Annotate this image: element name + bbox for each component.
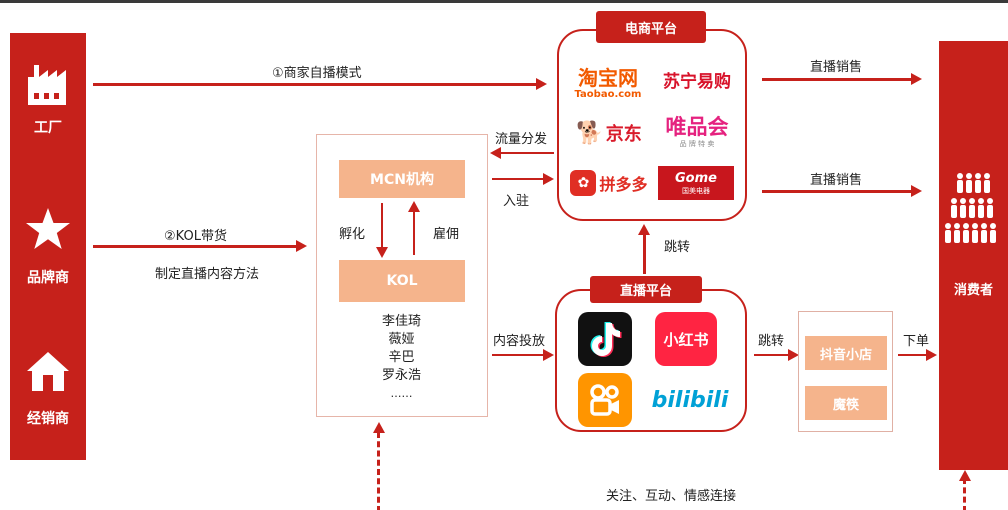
mode2-arrowhead	[296, 240, 307, 252]
incubate-arrowhead	[376, 247, 388, 258]
douyin-store: 抖音小店	[805, 336, 887, 370]
distributor-label: 经销商	[27, 411, 69, 427]
content-arrowhead	[543, 349, 554, 361]
taobao-domain: Taobao.com	[574, 88, 642, 100]
live-sales-top-label: 直播销售	[810, 60, 863, 75]
employ-label: 雇佣	[433, 227, 460, 242]
kuaishou-icon	[578, 373, 632, 427]
supplier-column: 工厂 品牌商 经销商	[10, 33, 86, 460]
factory-label: 工厂	[34, 120, 62, 136]
crowd-icon	[942, 169, 1005, 253]
pdd-logo: ✿ 拼多多	[568, 165, 650, 201]
live-sales-mid-label: 直播销售	[810, 173, 863, 188]
vip-logo: 唯品会 品 牌 特 卖	[656, 112, 738, 152]
mojie-store: 魔筷	[805, 386, 887, 420]
douyin-icon	[578, 312, 632, 366]
bilibili-logo: bilibili	[651, 387, 729, 413]
xiaohongshu-logo: 小红书	[655, 312, 717, 366]
employ-arrowhead	[408, 201, 420, 212]
jd-dog-icon: 🐕	[576, 120, 604, 146]
store-box: 抖音小店 魔筷	[798, 311, 893, 432]
vip-name: 唯品会	[665, 115, 729, 139]
consumer-label: 消费者	[953, 283, 993, 298]
traffic-arrowhead	[490, 147, 501, 159]
kol-name: 薇娅	[388, 332, 415, 347]
mcn-box: MCN机构 KOL 孵化 雇佣 李佳琦 薇娅 辛巴 罗永浩 ……	[316, 134, 488, 417]
kol-names: 李佳琦 薇娅 辛巴 罗永浩 ……	[317, 313, 486, 403]
jump-right-arrow-line	[754, 354, 788, 356]
kol-box: KOL	[339, 260, 465, 302]
feedback-arrowhead-left	[373, 422, 385, 433]
live-sales-mid-line	[762, 190, 912, 193]
mode1-arrowhead	[536, 78, 547, 90]
jump-right-label: 跳转	[758, 334, 785, 349]
mode1-arrow-line	[93, 83, 537, 86]
employ-arrow-line	[413, 211, 415, 255]
star-icon	[10, 207, 86, 251]
taobao-logo: 淘宝网 Taobao.com	[566, 63, 650, 103]
order-label: 下单	[903, 334, 930, 349]
suning-logo: 苏宁易购	[663, 71, 731, 92]
feedback-dashed-right	[963, 478, 966, 510]
jump-right-arrowhead	[788, 349, 799, 361]
settle-arrowhead	[543, 173, 554, 185]
jd-name: 京东	[605, 124, 642, 145]
feedback-dashed-left	[377, 432, 380, 510]
content-arrow-line	[492, 354, 544, 356]
live-platform-tag: 直播平台	[590, 276, 702, 303]
kol-name: 李佳琦	[381, 314, 421, 329]
kol-name: ……	[390, 387, 413, 400]
mode2-label: ②KOL带货	[164, 229, 227, 244]
mcn-agency-box: MCN机构	[339, 160, 465, 198]
incubate-arrow-line	[381, 203, 383, 247]
feedback-label: 关注、互动、情感连接	[606, 489, 737, 504]
settle-arrow-line	[492, 178, 544, 180]
ecommerce-platform-tag: 电商平台	[596, 11, 706, 43]
order-arrow-line	[898, 354, 926, 356]
factory-icon	[10, 63, 86, 107]
feedback-arrowhead-right	[959, 470, 971, 481]
pdd-name: 拼多多	[599, 175, 648, 194]
jd-logo: 🐕 京东	[568, 114, 650, 152]
kol-name: 辛巴	[388, 350, 415, 365]
consumer-column: 消费者	[939, 41, 1008, 470]
jump-up-arrowhead	[638, 224, 650, 235]
house-icon	[10, 349, 86, 393]
kol-name: 罗永浩	[381, 368, 421, 383]
taobao-name: 淘宝网	[578, 65, 638, 90]
jump-up-arrow-line	[643, 234, 646, 274]
order-arrowhead	[926, 349, 937, 361]
incubate-label: 孵化	[339, 227, 366, 242]
settle-label: 入驻	[503, 194, 530, 209]
brand-label: 品牌商	[27, 270, 69, 286]
top-border	[0, 0, 1008, 3]
traffic-arrow-line	[500, 152, 554, 154]
jump-up-label: 跳转	[664, 240, 691, 255]
mode1-label: ①商家自播模式	[272, 66, 362, 81]
pdd-icon: ✿	[570, 170, 597, 196]
gome-logo: Gome 国美电器	[658, 166, 734, 200]
live-sales-top-line	[762, 78, 912, 81]
gome-name: Gome	[675, 170, 717, 186]
content-label: 内容投放	[493, 334, 546, 349]
mode2-arrow-line	[93, 245, 297, 248]
live-sales-mid-arrowhead	[911, 185, 922, 197]
mode2-sublabel: 制定直播内容方法	[155, 267, 260, 282]
vip-subtitle: 品 牌 特 卖	[679, 140, 715, 148]
traffic-label: 流量分发	[495, 132, 548, 147]
live-sales-top-arrowhead	[911, 73, 922, 85]
gome-subtitle: 国美电器	[682, 186, 710, 195]
